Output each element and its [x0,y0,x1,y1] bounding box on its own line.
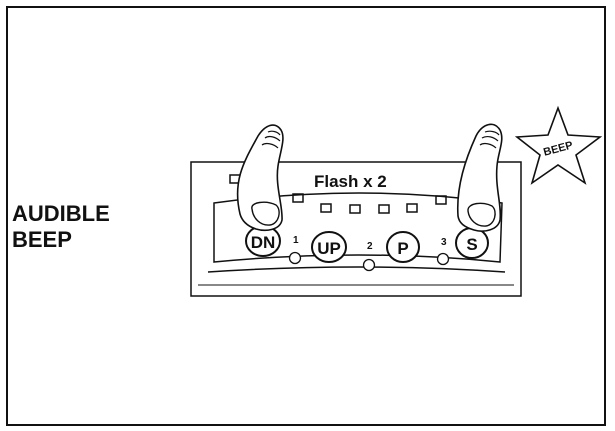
star-burst-icon: BEEP [514,105,603,185]
left-fingernail [251,201,280,226]
side-label-line2: BEEP [12,227,72,252]
right-fingernail [467,202,496,227]
flash-text: Flash x 2 [314,172,387,191]
up-button-label: UP [317,239,341,258]
led-3-light [436,252,450,266]
s-button[interactable]: S [455,227,489,259]
led-3: 3 [436,237,450,266]
indicator-square [349,204,361,214]
led-3-number: 3 [441,237,447,248]
led-1-number: 1 [293,235,299,246]
diagram-frame [6,6,606,426]
led-2: 2 [362,241,376,272]
indicator-square [320,203,332,213]
up-button[interactable]: UP [311,231,347,263]
dn-button-label: DN [251,233,276,252]
p-button[interactable]: P [386,231,420,263]
side-label-line1: AUDIBLE [12,201,110,226]
indicator-square [406,203,418,213]
panel-lower-curve [207,266,506,273]
led-2-number: 2 [367,241,373,252]
pointing-finger-icon [236,124,284,232]
pointing-finger-icon [456,123,503,232]
led-1: 1 [288,235,302,265]
indicator-square [378,204,390,214]
indicator-square [292,193,304,203]
led-1-light [288,251,302,265]
s-button-label: S [466,235,477,254]
audible-beep-label: AUDIBLE BEEP [12,201,110,253]
led-2-light [362,258,376,272]
p-button-label: P [397,239,408,258]
